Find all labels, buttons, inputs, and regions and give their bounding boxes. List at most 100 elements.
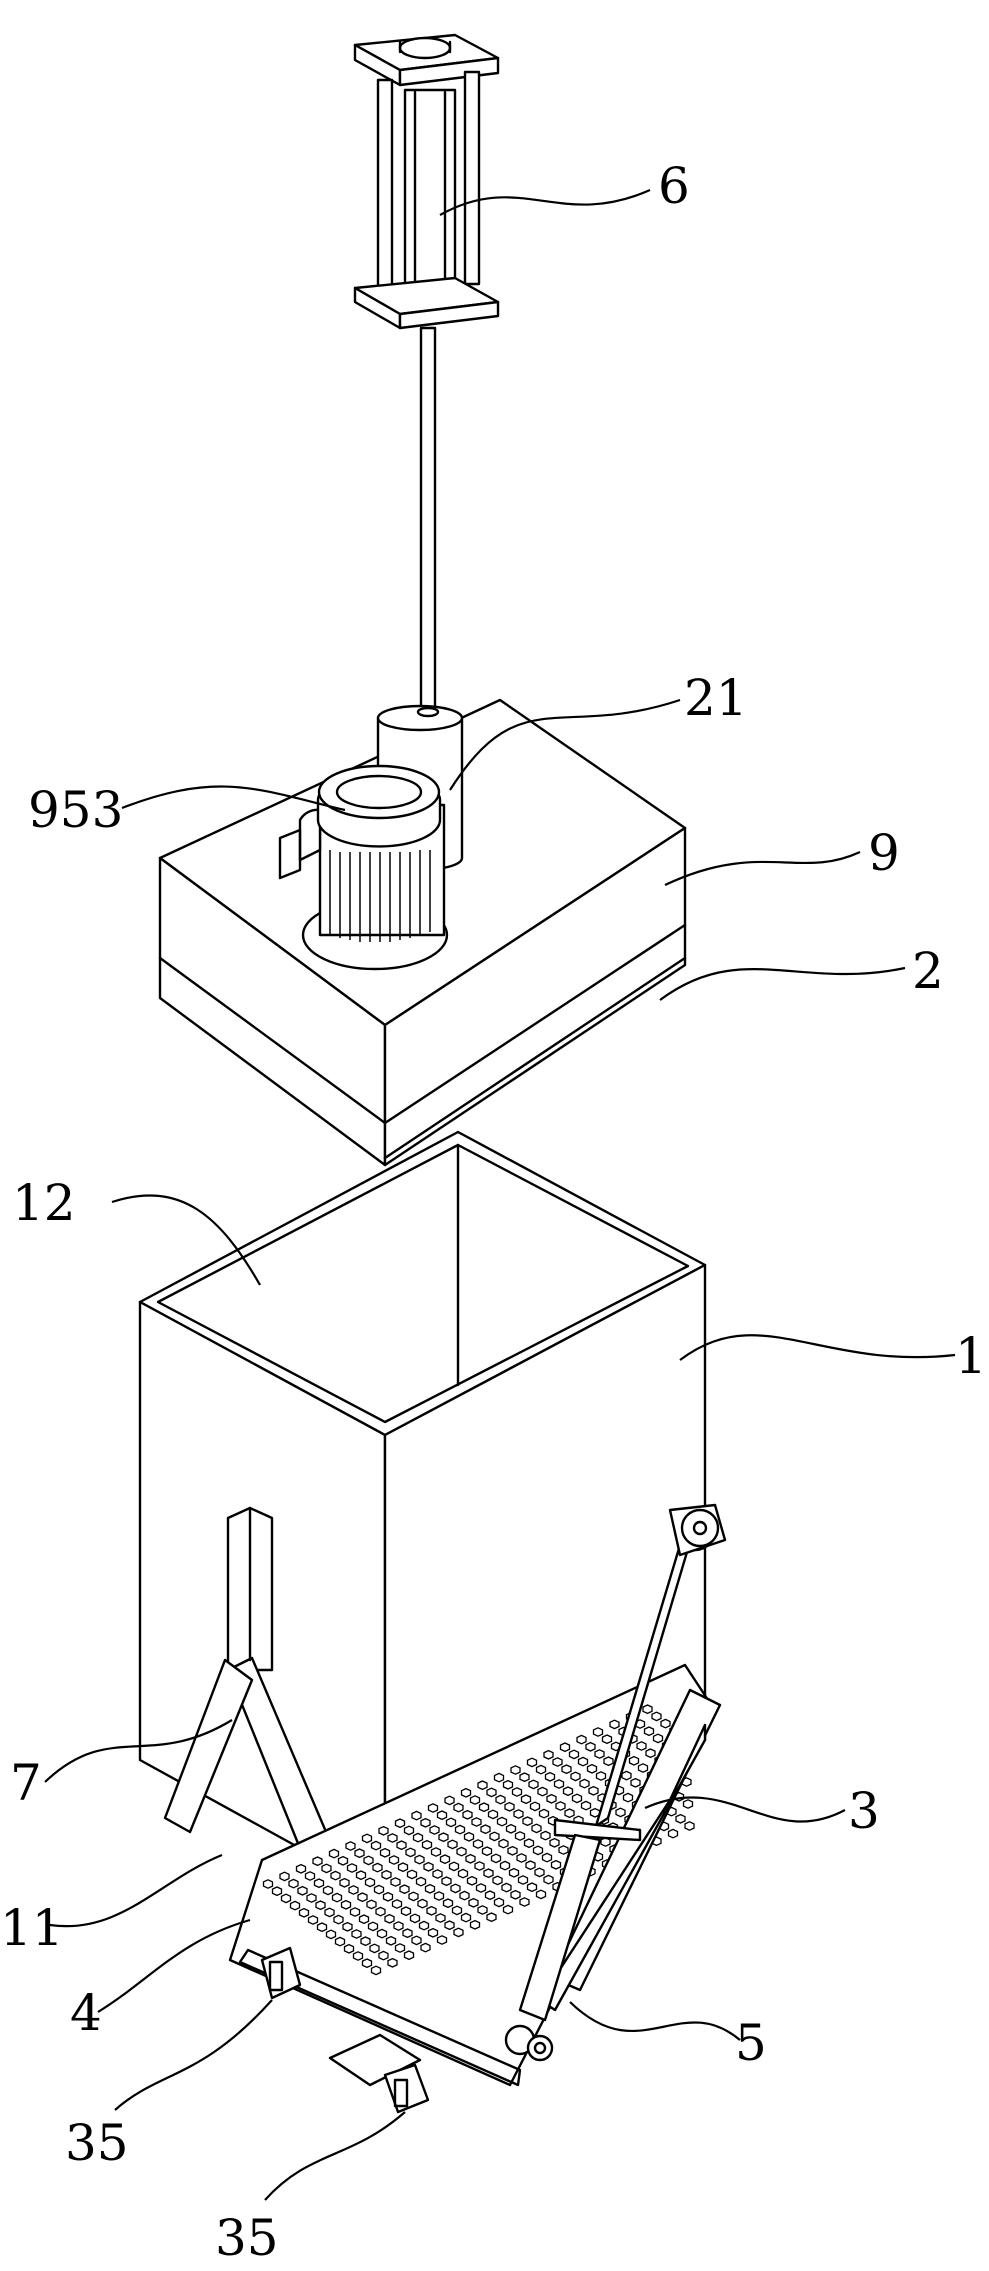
sieve-hole bbox=[462, 1809, 473, 1820]
sieve-hole bbox=[394, 1818, 406, 1829]
sieve-hole bbox=[382, 1891, 394, 1902]
sieve-hole bbox=[474, 1861, 485, 1871]
sieve-holes bbox=[262, 1704, 695, 1976]
sieve-hole bbox=[490, 1853, 502, 1864]
sieve-hole bbox=[499, 1860, 511, 1871]
sieve-hole bbox=[343, 1943, 355, 1954]
sieve-hole bbox=[427, 1927, 439, 1938]
sieve-hole bbox=[262, 1879, 274, 1889]
sieve-hole bbox=[550, 1859, 562, 1870]
sieve-hole bbox=[472, 1839, 484, 1849]
sieve-hole bbox=[570, 1771, 581, 1782]
sieve-hole bbox=[522, 1816, 533, 1827]
label-11: 11 bbox=[0, 1899, 64, 1957]
sieve-hole bbox=[520, 1794, 532, 1805]
sieve-hole bbox=[378, 1950, 389, 1961]
sieve-hole bbox=[531, 1823, 542, 1834]
sieve-hole bbox=[477, 1905, 488, 1915]
sieve-hole bbox=[379, 1847, 391, 1858]
sieve-hole bbox=[331, 1892, 343, 1903]
sieve-hole bbox=[403, 1950, 415, 1961]
sieve-hole bbox=[414, 1854, 425, 1865]
sieve-hole bbox=[505, 1823, 517, 1834]
sieve-hole bbox=[421, 1839, 433, 1850]
sieve-hole bbox=[280, 1893, 292, 1904]
sieve-hole bbox=[514, 1831, 526, 1841]
sieve-hole bbox=[493, 1772, 505, 1783]
label-21: 21 bbox=[684, 669, 748, 727]
sieve-hole bbox=[349, 1907, 361, 1917]
sieve-hole bbox=[594, 1749, 605, 1759]
sieve-hole bbox=[682, 1799, 694, 1809]
sieve-hole bbox=[561, 1764, 572, 1775]
sieve-hole bbox=[538, 1808, 550, 1819]
labels: 6 21 953 9 2 12 1 7 11 3 4 5 35 35 bbox=[0, 157, 987, 2267]
sieve-hole bbox=[322, 1885, 334, 1896]
label-953: 953 bbox=[28, 781, 123, 839]
sieve-hole bbox=[477, 1780, 488, 1791]
sieve-hole bbox=[535, 1764, 547, 1775]
support-frame bbox=[163, 1506, 340, 1880]
sieve-hole bbox=[516, 1853, 527, 1863]
sieve-hole bbox=[426, 1905, 437, 1916]
sieve-hole bbox=[549, 1837, 560, 1848]
sieve-hole bbox=[532, 1845, 544, 1856]
sieve-hole bbox=[622, 1792, 634, 1803]
sieve-hole bbox=[544, 1771, 556, 1782]
sieve-hole bbox=[652, 1733, 664, 1744]
sieve-hole bbox=[525, 1860, 536, 1871]
sieve-hole bbox=[355, 1870, 367, 1881]
sieve-hole bbox=[313, 1878, 325, 1889]
motor bbox=[278, 764, 449, 971]
sieve-hole bbox=[346, 1863, 358, 1873]
sieve-hole bbox=[526, 1882, 538, 1893]
sieve-hole bbox=[297, 1885, 308, 1896]
sieve-hole bbox=[304, 1871, 316, 1881]
sieve-hole bbox=[489, 1831, 500, 1842]
sieve-hole bbox=[621, 1770, 632, 1781]
sieve-hole bbox=[486, 1912, 497, 1923]
sieve-hole bbox=[354, 1848, 365, 1859]
sieve-hole bbox=[418, 1920, 430, 1931]
sieve-hole bbox=[609, 1719, 620, 1730]
sieve-hole bbox=[370, 1840, 382, 1851]
sieve-hole bbox=[441, 1876, 452, 1887]
sieve-hole bbox=[571, 1793, 583, 1804]
sieve-hole bbox=[448, 1861, 460, 1872]
sieve-hole bbox=[388, 1855, 400, 1865]
sieve-hole bbox=[465, 1853, 476, 1864]
sieve-hole bbox=[507, 1845, 518, 1856]
sieve-hole bbox=[405, 1847, 416, 1858]
label-35-bottom: 35 bbox=[215, 2209, 279, 2267]
sieve-hole bbox=[586, 1763, 598, 1774]
sieve-hole bbox=[387, 1833, 398, 1843]
sieve-hole bbox=[546, 1793, 557, 1804]
sieve-hole bbox=[453, 1927, 464, 1938]
sieve-hole bbox=[366, 1899, 377, 1910]
sieve-hole bbox=[588, 1785, 599, 1796]
sieve-hole bbox=[435, 1913, 446, 1923]
sieve-hole bbox=[555, 1801, 566, 1811]
sieve-hole bbox=[480, 1824, 491, 1835]
sieve-hole bbox=[411, 1935, 422, 1946]
sieve-hole bbox=[535, 1889, 547, 1900]
sieve-hole bbox=[471, 1817, 482, 1827]
sieve-hole bbox=[519, 1897, 530, 1907]
sieve-hole bbox=[528, 1779, 539, 1790]
sieve-hole bbox=[493, 1897, 505, 1908]
sieve-hole bbox=[447, 1839, 458, 1850]
sieve-hole bbox=[345, 1841, 356, 1851]
sieve-hole bbox=[415, 1876, 427, 1887]
sieve-hole bbox=[603, 1756, 614, 1767]
sieve-hole bbox=[430, 1847, 442, 1857]
sieve-hole bbox=[451, 1905, 463, 1916]
sieve-hole bbox=[492, 1875, 503, 1886]
sieve-hole bbox=[675, 1813, 686, 1824]
sieve-hole bbox=[400, 1906, 412, 1917]
sieve-hole bbox=[523, 1838, 535, 1849]
sieve-hole bbox=[460, 1912, 472, 1923]
sieve-hole bbox=[393, 1921, 404, 1931]
sieve-hole bbox=[526, 1757, 538, 1768]
sieve-hole bbox=[396, 1840, 407, 1851]
